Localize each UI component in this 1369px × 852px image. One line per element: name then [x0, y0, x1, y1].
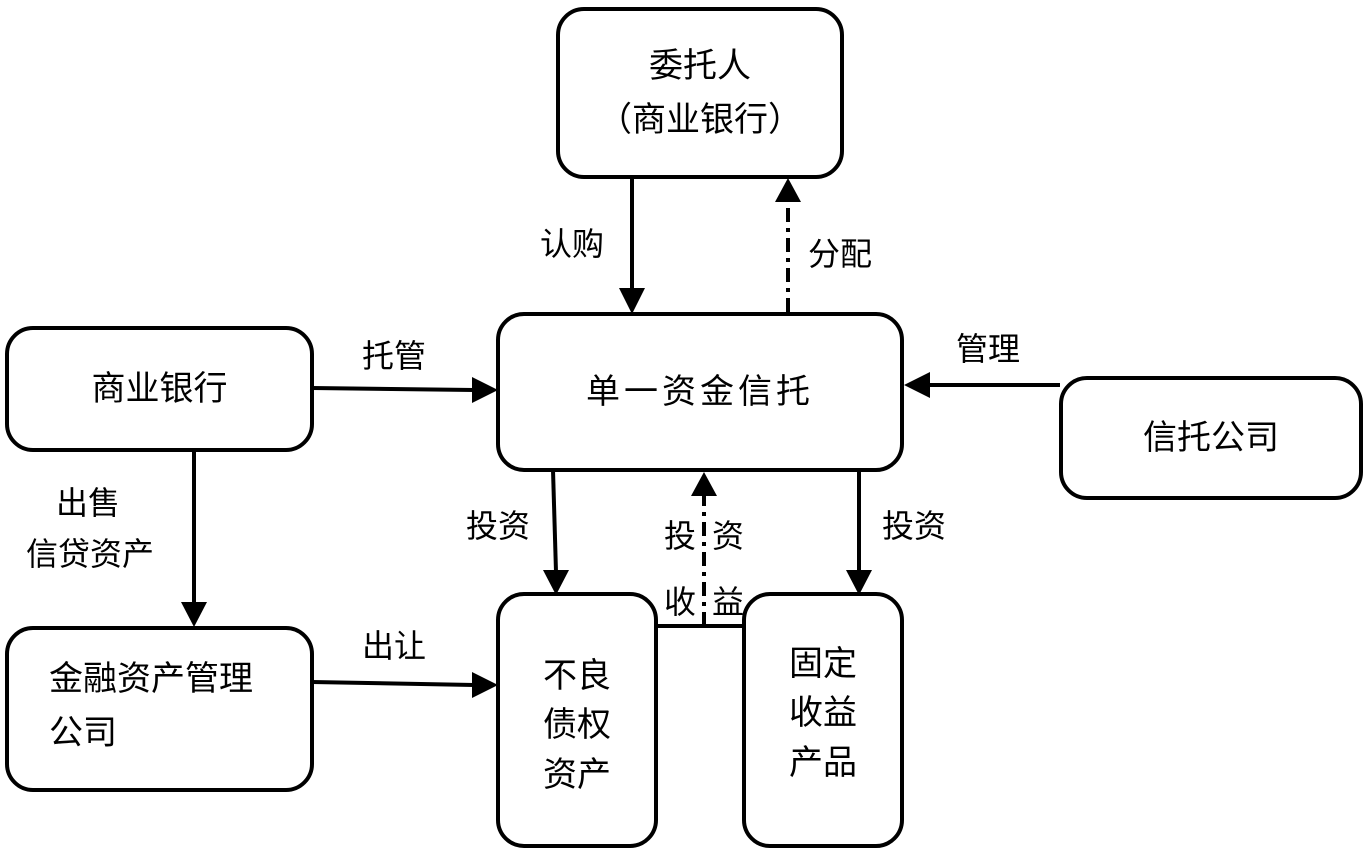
- label-invest-npl: 投资: [466, 507, 531, 545]
- edge-subscribe: [619, 178, 645, 314]
- label-manage: 管理: [956, 330, 1021, 368]
- label-invest-fixed: 投资: [882, 507, 947, 545]
- node-npl-line2: 债权: [543, 705, 611, 746]
- label-sell-credit-line2: 信贷资产: [26, 535, 155, 574]
- label-returns-left-1: 投: [664, 517, 697, 555]
- edge-sell-credit: [181, 450, 207, 627]
- label-returns-right: 资 益: [712, 504, 744, 635]
- edge-invest-npl: [543, 469, 569, 595]
- node-fixed-line3: 产品: [789, 742, 857, 783]
- label-distribute: 分配: [808, 235, 873, 273]
- label-returns-right-1: 资: [712, 517, 745, 555]
- node-fixed-income: 固定 收益 产品: [742, 592, 904, 848]
- node-trust-company: 信托公司: [1059, 376, 1363, 500]
- label-custody: 托管: [362, 337, 427, 375]
- arrowhead-up-icon: [691, 472, 717, 496]
- label-transfer: 出让: [362, 627, 427, 665]
- node-trustor: 委托人 （商业银行）: [556, 7, 844, 179]
- label-returns-left: 投 收: [664, 504, 696, 635]
- arrowhead-down-icon: [846, 570, 872, 595]
- edge-transfer: [311, 672, 498, 698]
- node-commercial-bank-label: 商业银行: [91, 368, 228, 409]
- node-npl-assets: 不良 债权 资产: [496, 592, 658, 848]
- node-npl-line3: 资产: [543, 754, 611, 795]
- node-commercial-bank: 商业银行: [5, 326, 314, 452]
- arrowhead-down-icon: [619, 288, 645, 314]
- node-npl-line1: 不良: [543, 656, 611, 696]
- label-subscribe: 认购: [540, 225, 605, 263]
- arrowhead-down-icon: [181, 602, 207, 627]
- arrowhead-right-icon: [472, 672, 498, 698]
- node-amc: 金融资产管理 公司: [5, 626, 314, 792]
- edge-invest-fixed: [846, 470, 872, 595]
- node-fixed-line1: 固定: [789, 644, 857, 684]
- node-single-trust: 单一资金信托: [496, 312, 904, 472]
- edge-manage: [904, 372, 1060, 398]
- node-fixed-line2: 收益: [789, 693, 857, 734]
- node-single-trust-label: 单一资金信托: [586, 371, 814, 412]
- node-trust-company-label: 信托公司: [1143, 417, 1279, 458]
- arrowhead-right-icon: [472, 377, 498, 403]
- node-amc-line1: 金融资产管理: [49, 659, 253, 699]
- edge-returns: [658, 472, 746, 628]
- label-sell-credit: 出售 信贷资产: [26, 478, 154, 580]
- node-trustor-line1: 委托人: [649, 45, 751, 86]
- label-sell-credit-line1: 出售: [56, 484, 121, 522]
- label-returns-left-2: 收: [664, 582, 697, 621]
- arrowhead-up-icon: [775, 178, 801, 202]
- arrowhead-down-icon: [543, 570, 569, 595]
- node-trustor-line2: （商业银行）: [598, 100, 802, 140]
- label-returns-right-2: 益: [712, 582, 745, 621]
- edge-custody: [311, 377, 498, 403]
- edge-distribute: [775, 178, 801, 312]
- node-amc-line2: 公司: [49, 713, 117, 754]
- arrowhead-left-icon: [904, 372, 930, 398]
